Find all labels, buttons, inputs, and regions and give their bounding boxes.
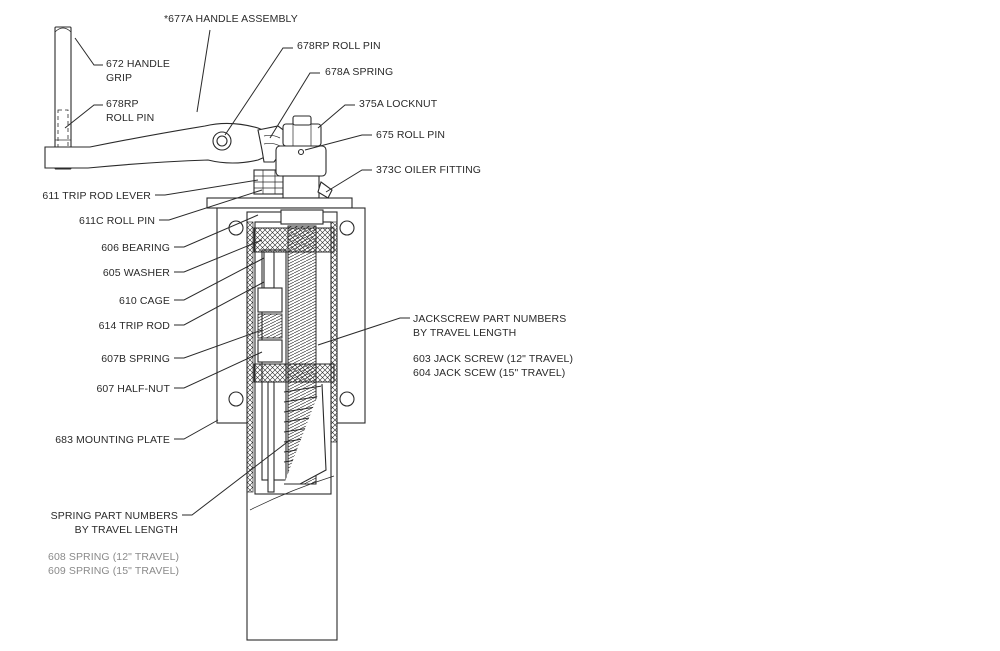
label-half-nut: 607 HALF-NUT xyxy=(96,383,170,395)
label-jackscrew-title-2: BY TRAVEL LENGTH xyxy=(413,327,516,339)
label-roll-pin-left-2: ROLL PIN xyxy=(106,112,154,124)
mechanical-drawing xyxy=(44,26,366,641)
shaft-head xyxy=(275,145,327,199)
label-mounting-plate: 683 MOUNTING PLATE xyxy=(55,434,170,446)
cylinder-cutaway xyxy=(246,440,338,640)
oiler-fitting xyxy=(317,181,333,199)
label-trip-rod: 614 TRIP ROD xyxy=(99,320,171,332)
label-locknut: 375A LOCKNUT xyxy=(359,98,438,110)
label-handle-grip: 672 HANDLE xyxy=(106,58,170,70)
leader-lines xyxy=(64,29,410,516)
handle-grip xyxy=(54,26,72,170)
callout-labels: *677A HANDLE ASSEMBLY 672 HANDLE GRIP 67… xyxy=(42,13,573,577)
label-spring-609: 609 SPRING (15" TRAVEL) xyxy=(48,565,179,577)
label-roll-pin-675: 675 ROLL PIN xyxy=(376,129,445,141)
trip-rod xyxy=(257,251,283,493)
label-jackscrew-604: 604 JACK SCEW (15" TRAVEL) xyxy=(413,367,565,379)
locknut xyxy=(282,115,322,147)
label-jackscrew-603: 603 JACK SCREW (12" TRAVEL) xyxy=(413,353,573,365)
label-handle-grip-2: GRIP xyxy=(106,72,132,84)
top-plate xyxy=(206,197,353,209)
label-roll-pin-top: 678RP ROLL PIN xyxy=(297,40,381,52)
label-handle-assembly: *677A HANDLE ASSEMBLY xyxy=(164,13,298,25)
label-spring-678a: 678A SPRING xyxy=(325,66,393,78)
label-washer: 605 WASHER xyxy=(103,267,170,279)
label-oiler-fitting: 373C OILER FITTING xyxy=(376,164,481,176)
lower-spring xyxy=(283,383,327,485)
label-trip-rod-lever: 611 TRIP ROD LEVER xyxy=(42,190,151,202)
label-cage: 610 CAGE xyxy=(119,295,170,307)
label-bearing: 606 BEARING xyxy=(101,242,170,254)
label-roll-pin-left: 678RP xyxy=(106,98,139,110)
label-roll-pin-611c: 611C ROLL PIN xyxy=(79,215,155,227)
label-jackscrew-title: JACKSCREW PART NUMBERS xyxy=(413,313,566,325)
label-spring-608: 608 SPRING (12" TRAVEL) xyxy=(48,551,179,563)
trip-rod-lever xyxy=(253,169,285,195)
label-spring-title-2: BY TRAVEL LENGTH xyxy=(75,524,178,536)
label-spring-607b: 607B SPRING xyxy=(101,353,170,365)
handle-arm xyxy=(44,122,273,169)
label-spring-title: SPRING PART NUMBERS xyxy=(51,510,178,522)
